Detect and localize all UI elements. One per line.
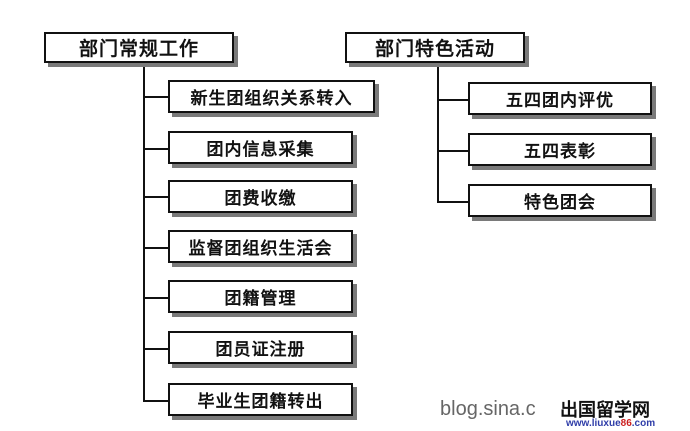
right-branch bbox=[437, 201, 468, 203]
right-spine bbox=[437, 63, 439, 202]
right-item-may4-evaluation: 五四团内评优 bbox=[468, 82, 652, 115]
right-item-may4-commendation: 五四表彰 bbox=[468, 133, 652, 166]
watermark-site-name: 出国留学网 bbox=[560, 400, 650, 421]
left-branch bbox=[143, 196, 168, 198]
watermark-url-prefix: www.liuxue bbox=[566, 418, 621, 429]
left-branch bbox=[143, 297, 168, 299]
watermark-url-suffix: .com bbox=[631, 418, 656, 429]
left-item-info-collection: 团内信息采集 bbox=[168, 131, 353, 164]
watermark-url: www.liuxue86.com bbox=[566, 418, 655, 429]
left-item-membership-management: 团籍管理 bbox=[168, 280, 353, 313]
right-branch bbox=[437, 150, 468, 152]
watermark-url-number: 86 bbox=[620, 418, 632, 429]
left-spine bbox=[143, 63, 145, 401]
right-group-title: 部门特色活动 bbox=[345, 32, 525, 63]
watermark-blog-text: blog.sina.c bbox=[440, 398, 536, 420]
left-item-supervise-meetings: 监督团组织生活会 bbox=[168, 230, 353, 263]
right-item-feature-meeting: 特色团会 bbox=[468, 184, 652, 217]
left-item-card-registration: 团员证注册 bbox=[168, 331, 353, 364]
left-item-graduate-transfer-out: 毕业生团籍转出 bbox=[168, 383, 353, 416]
left-branch bbox=[143, 96, 168, 98]
right-branch bbox=[437, 99, 468, 101]
left-group-title: 部门常规工作 bbox=[44, 32, 234, 63]
left-item-relation-transfer-in: 新生团组织关系转入 bbox=[168, 80, 375, 113]
left-branch bbox=[143, 400, 168, 402]
left-item-dues-collection: 团费收缴 bbox=[168, 180, 353, 213]
left-branch bbox=[143, 148, 168, 150]
left-branch bbox=[143, 348, 168, 350]
left-branch bbox=[143, 247, 168, 249]
